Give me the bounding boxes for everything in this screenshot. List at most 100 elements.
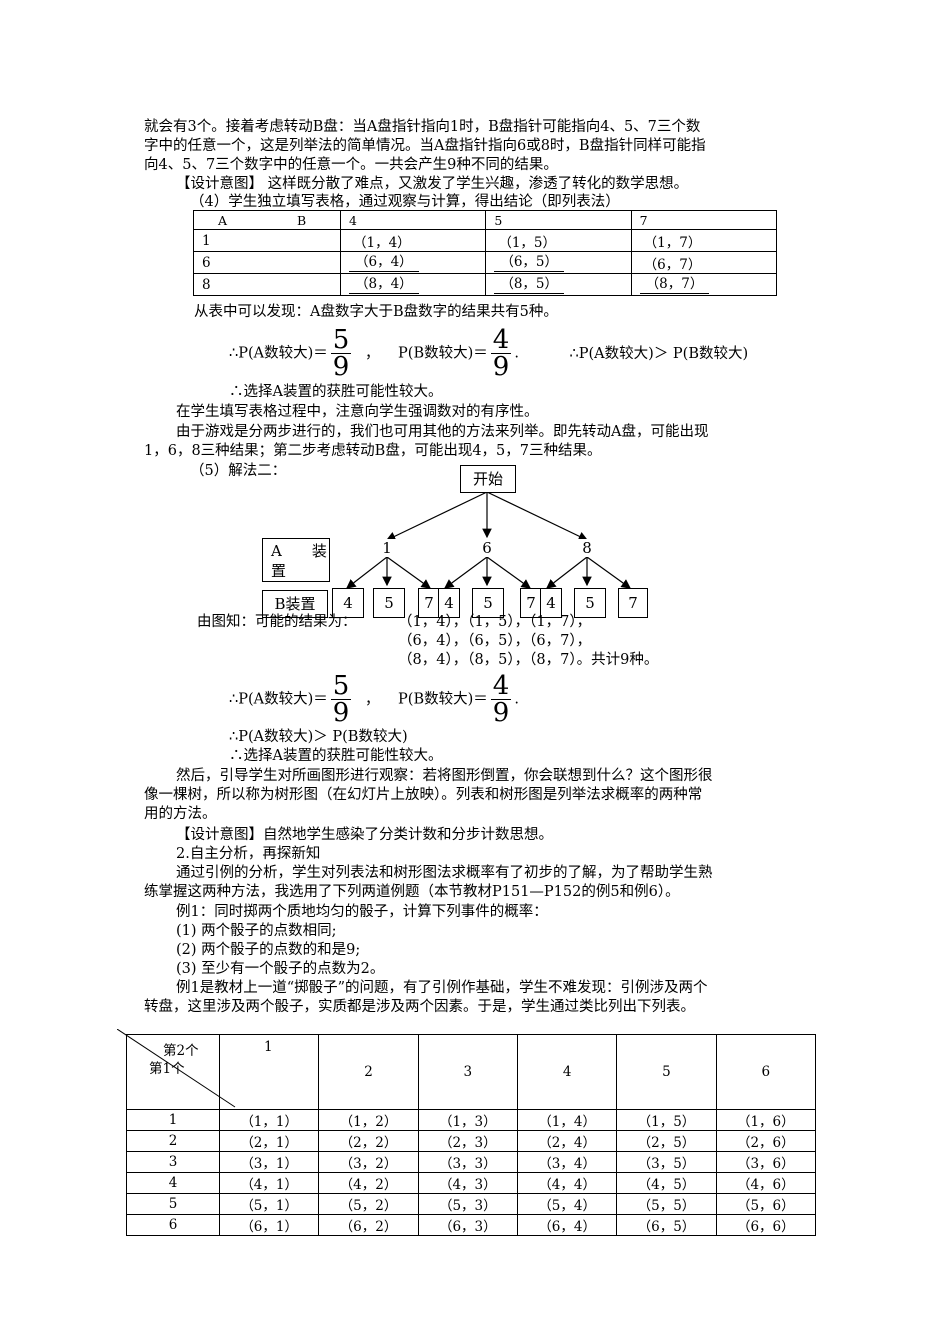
a-label-line2: 置 <box>271 562 287 580</box>
result-intro: 由图知：可能的结果为： <box>197 614 357 630</box>
table-cell: （2，4） <box>516 1130 618 1152</box>
table-cell: （1，1） <box>218 1109 320 1131</box>
a-label-line1: A 装 <box>271 542 327 560</box>
example-item: (2) 两个骰子的点数的和是9; <box>176 942 361 958</box>
p-a-label: ∴P(A数较大)＝ <box>229 345 328 362</box>
table-cell: （4，6） <box>715 1172 817 1194</box>
table-cell: （8，5） <box>485 273 632 296</box>
text-line: 就会有3个。接着考虑转动B盘：当A盘指针指向1时，B盘指针可能指向4、5、7三个… <box>144 119 701 135</box>
tree-a-node: 1 <box>373 539 401 557</box>
period: . <box>514 345 519 362</box>
tree-b-node: 5 <box>574 588 606 618</box>
table-cell: （1，7） <box>630 229 778 252</box>
result-row: （6，4），（6，5），（6，7）， <box>398 633 592 649</box>
table-header-row: 第2个 第1个 1 2 3 4 5 6 <box>117 1029 817 1110</box>
text-line: 转盘，这里涉及两个骰子，实质都是涉及两个因素。于是，学生通过类比列出下列表。 <box>144 999 695 1015</box>
example-item: (3) 至少有一个骰子的点数为2。 <box>176 961 385 977</box>
example-1: 例1：同时掷两个质地均匀的骰子，计算下列事件的概率： <box>176 904 548 920</box>
table-cell: （2，2） <box>318 1130 419 1152</box>
numerator: 5 <box>330 671 352 701</box>
header-a: A <box>218 212 228 228</box>
table-row: 1 （1，1） （1，2） （1，3） （1，4） （1，5） （1，6） <box>126 1109 817 1131</box>
conclusion-1: ∴选择A装置的获胜可能性较大。 <box>229 384 443 400</box>
table-cell: （5，6） <box>715 1193 817 1215</box>
table-cell: （6，2） <box>318 1214 419 1236</box>
tree-b-node: 4 <box>332 588 364 618</box>
row-header-cell: 2 <box>126 1130 220 1152</box>
method-2-heading: （5）解法二： <box>190 463 287 479</box>
denominator: 9 <box>332 698 350 728</box>
tree-root-node: 开始 <box>460 465 516 493</box>
table-cell: （8，7） <box>630 273 778 296</box>
text-line: 例1是教材上一道“掷骰子”的问题，有了引例作基础，学生不难发现：引例涉及两个 <box>176 980 708 996</box>
example-item: (1) 两个骰子的点数相同; <box>176 923 337 939</box>
list-method-table: A B 4 5 7 1 （1，4） （1，5） （1，7） 6 （6，4） （6… <box>193 210 778 296</box>
table-cell: （3，6） <box>715 1151 817 1173</box>
corner-bottom-label: 第1个 <box>149 1061 185 1077</box>
table-corner-cell: 第2个 第1个 <box>117 1029 236 1110</box>
table-cell: （5，5） <box>616 1193 717 1215</box>
cell-value: （1，5） <box>498 234 557 251</box>
table-row: 4 （4，1） （4，2） （4，3） （4，4） （4，5） （4，6） <box>126 1172 817 1194</box>
numerator: 4 <box>490 671 512 701</box>
table-cell: 8 <box>193 273 341 296</box>
section-heading: 2.自主分析，再探新知 <box>176 846 321 862</box>
table-cell: （8，4） <box>339 273 487 296</box>
row-header-cell: 6 <box>126 1214 220 1236</box>
period: . <box>514 691 519 708</box>
note-text: 在学生填写表格过程中，注意向学生强调数对的有序性。 <box>176 404 539 420</box>
table-cell: （6，4） <box>516 1214 618 1236</box>
table-cell: （4，1） <box>218 1172 320 1194</box>
table-cell: （4，5） <box>616 1172 717 1194</box>
table-header-cell: 4 <box>516 1034 618 1110</box>
table-cell: （3，5） <box>616 1151 717 1173</box>
cell-value: （6，7） <box>643 256 702 273</box>
design-intent-1: 【设计意图】 这样既分散了难点，又激发了学生兴趣，渗透了转化的数学思想。 <box>176 176 689 192</box>
cell-value: （1，7） <box>643 234 702 251</box>
b-device-label: B装置 <box>262 590 328 618</box>
denominator: 9 <box>492 698 510 728</box>
table-cell: （5，4） <box>516 1193 618 1215</box>
table-cell: （3，1） <box>218 1151 320 1173</box>
table-cell: （6，6） <box>715 1214 817 1236</box>
table-row: 6 （6，1） （6，2） （6，3） （6，4） （6，5） （6，6） <box>126 1214 817 1236</box>
tree-b-node: 5 <box>472 588 504 618</box>
tree-b-node: 4 <box>540 588 562 618</box>
text-line: 通过引例的分析，学生对列表法和树形图法求概率有了初步的了解，为了帮助学生熟 <box>176 865 713 881</box>
tree-b-node: 4 <box>438 588 460 618</box>
denominator: 9 <box>332 352 350 382</box>
table-header-row: A B 4 5 7 <box>193 210 778 230</box>
table-cell: （6，3） <box>417 1214 518 1236</box>
tree-a-node: 6 <box>473 539 501 557</box>
table-cell: （1，2） <box>318 1109 419 1131</box>
a-device-label: A 装 置 <box>262 538 330 582</box>
table-cell: （3，3） <box>417 1151 518 1173</box>
root-label: 开始 <box>472 470 503 488</box>
design-intent-2: 【设计意图】自然地学生感染了分类计数和分步计数思想。 <box>176 827 553 843</box>
table-cell: （2，3） <box>417 1130 518 1152</box>
row-header-cell: 4 <box>126 1172 220 1194</box>
table-cell: （2，6） <box>715 1130 817 1152</box>
table-cell: （1，5） <box>616 1109 717 1131</box>
table-row: 6 （6，4） （6，5） （6，7） <box>193 251 778 274</box>
table-cell: （5，1） <box>218 1193 320 1215</box>
table-cell: （3，2） <box>318 1151 419 1173</box>
table-cell: （3，4） <box>516 1151 618 1173</box>
corner-diagonal-line <box>117 1029 236 1108</box>
table-header-cell: 2 <box>318 1034 419 1110</box>
cell-value-underlined: （8，4） <box>349 275 419 294</box>
text-line: 1，6，8三种结果；第二步考虑转动B盘，可能出现4，5，7三种结果。 <box>144 443 602 459</box>
table-cell: （1，4） <box>516 1109 618 1131</box>
table-header-cell: 6 <box>715 1034 817 1110</box>
table-cell: （6，1） <box>218 1214 320 1236</box>
table-cell: （2，5） <box>616 1130 717 1152</box>
table-cell: （6，5） <box>616 1214 717 1236</box>
text-line: 像一棵树，所以称为树形图（在幻灯片上放映）。列表和树形图是列举法求概率的两种常 <box>144 787 703 803</box>
p-a-label: ∴P(A数较大)＝ <box>229 691 328 708</box>
